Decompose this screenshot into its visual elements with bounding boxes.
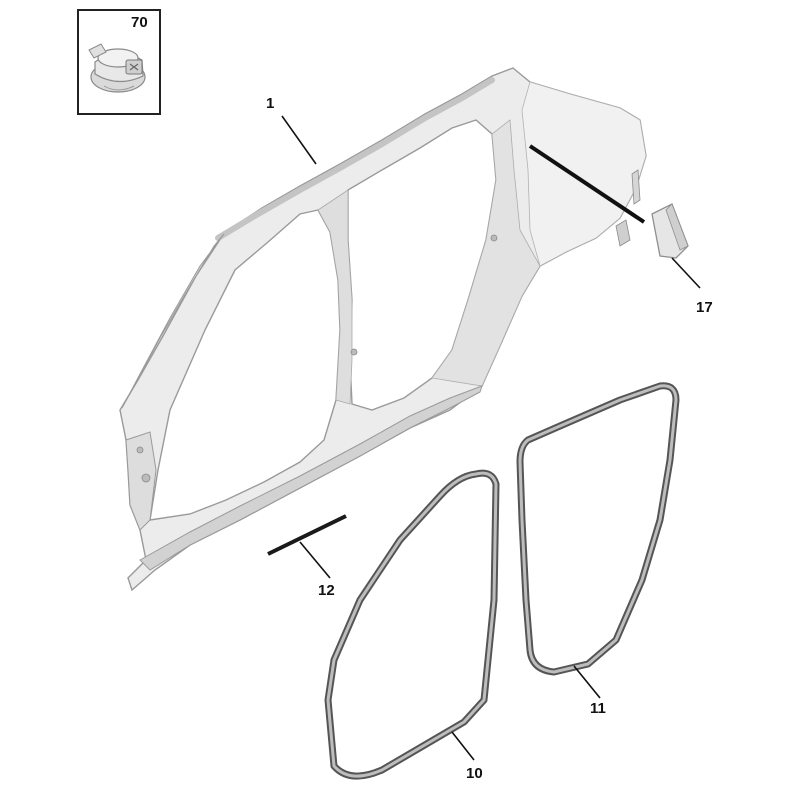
clip-fastener-icon (88, 43, 146, 93)
inset-callout: 70 (131, 14, 148, 31)
leader-1 (281, 115, 317, 165)
leader-lines (281, 115, 701, 761)
callout-12: 12 (318, 582, 335, 599)
leader-11 (573, 665, 601, 699)
rear-door-seal (516, 382, 680, 676)
leader-12 (299, 541, 331, 579)
inset-box: 70 (77, 9, 161, 115)
callouts: 1 17 12 10 11 (266, 95, 713, 782)
sill-strip (267, 514, 347, 556)
leader-10 (451, 731, 475, 761)
callout-1: 1 (266, 95, 274, 112)
callout-17: 17 (696, 299, 713, 316)
callout-11: 11 (590, 700, 606, 717)
body-side-panel (119, 67, 647, 592)
leader-17-bar (528, 144, 646, 224)
leader-17 (671, 257, 701, 289)
front-door-seal (324, 469, 500, 780)
quarter-trim-piece (651, 203, 689, 259)
callout-10: 10 (466, 765, 483, 782)
